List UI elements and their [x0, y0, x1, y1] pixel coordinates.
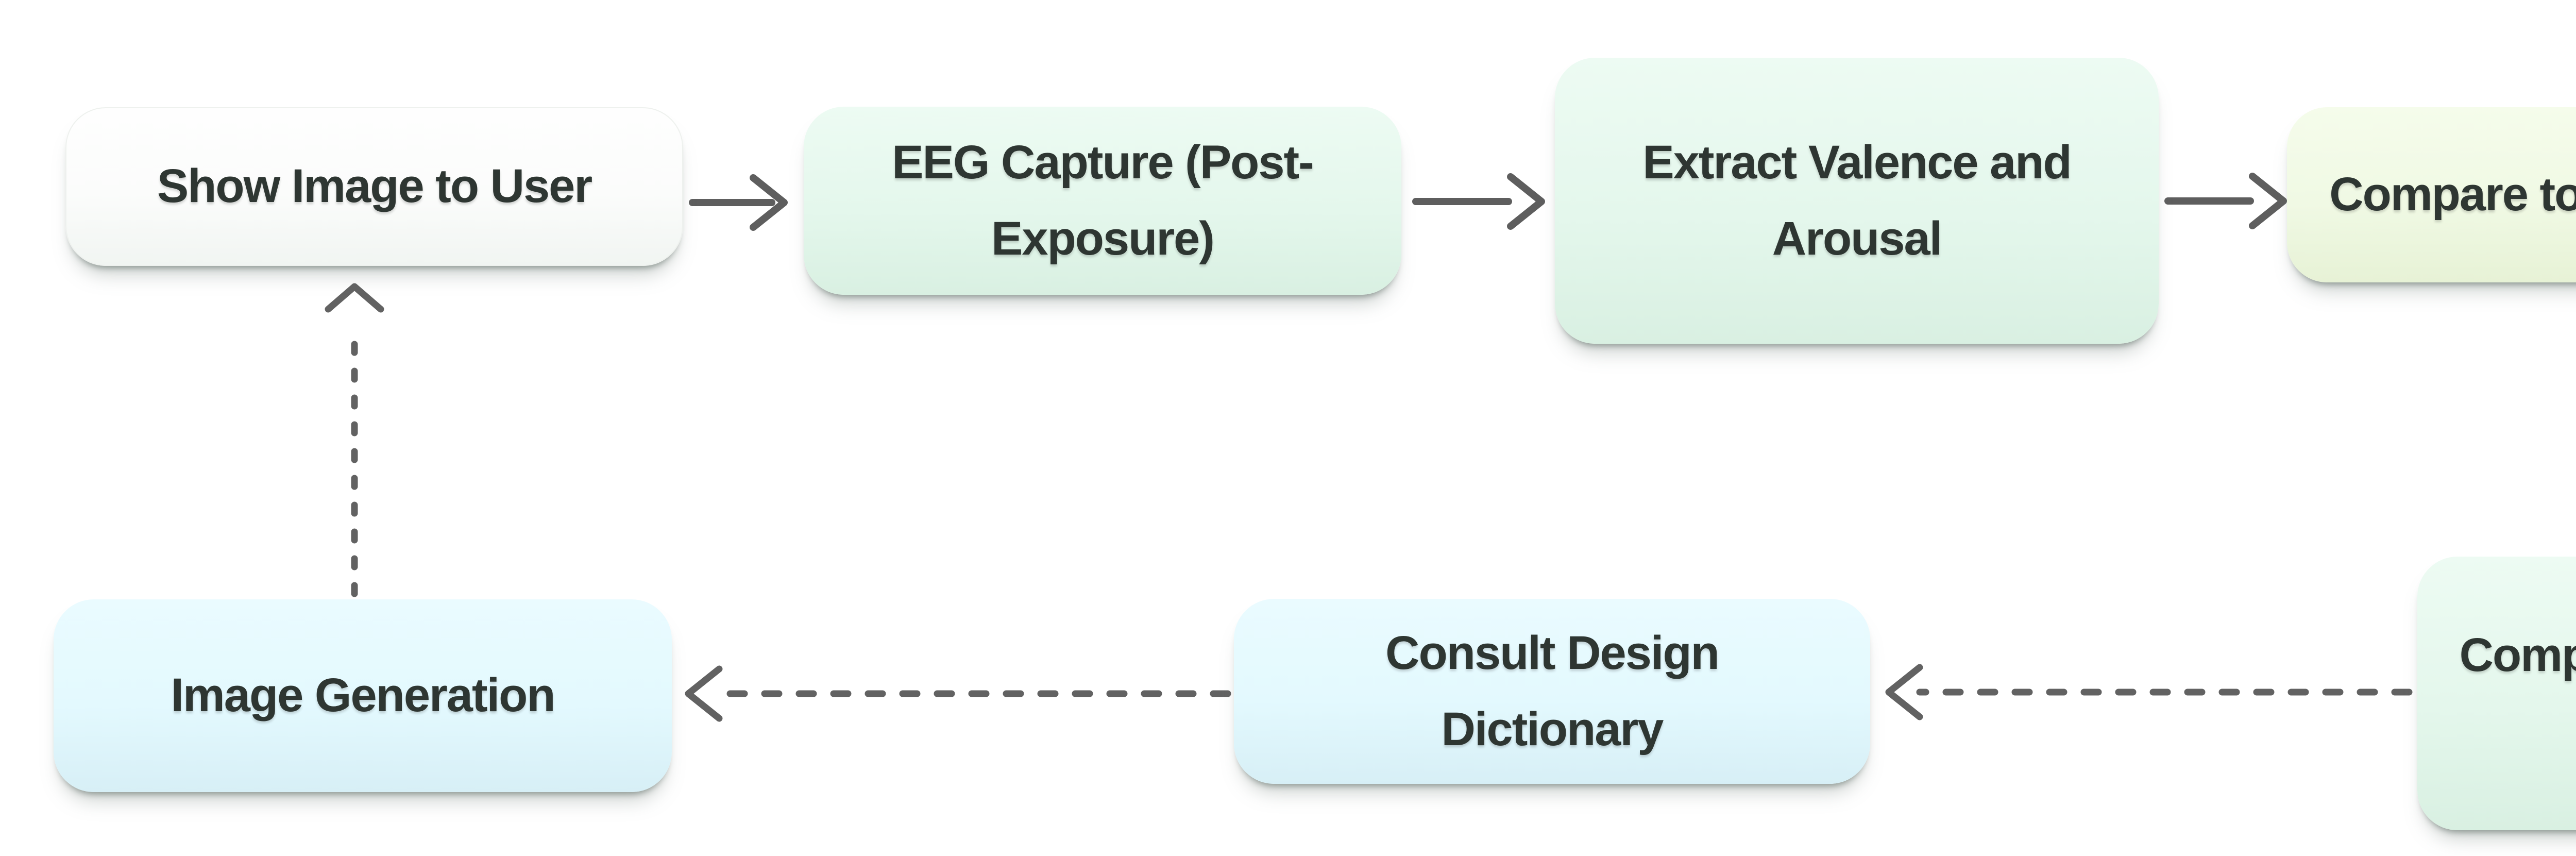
node-label: Compute Next Emotional Shift — [2459, 629, 2576, 682]
node-label: EEG Capture (Post-Exposure) — [892, 136, 1314, 265]
node-image-generation: Image Generation — [54, 599, 672, 792]
node-label: Image Generation — [171, 669, 555, 722]
node-compare-to-target-point: Compare to Target Point — [2287, 107, 2576, 282]
arrow-extract-to-compare — [2164, 173, 2287, 229]
node-label: Extract Valence and Arousal — [1642, 136, 2072, 265]
dashed-arrow-consult-to-image-gen — [685, 665, 1231, 722]
node-consult-design-dictionary: Consult Design Dictionary — [1234, 599, 1870, 784]
node-extract-valence-and-arousal: Extract Valence and Arousal — [1555, 58, 2159, 344]
node-label: Compare to Target Point — [2329, 168, 2576, 221]
arrow-show-image-to-eeg — [689, 174, 788, 231]
node-compute-next-emotional-shift: Compute Next Emotional Shift — [2417, 557, 2576, 830]
node-label: Show Image to User — [157, 160, 592, 213]
dashed-arrow-image-gen-to-show-image — [325, 283, 384, 597]
node-label: Consult Design Dictionary — [1385, 627, 1720, 756]
node-show-image-to-user: Show Image to User — [65, 107, 683, 266]
node-eeg-capture-post-exposure: EEG Capture (Post-Exposure) — [804, 107, 1401, 295]
arrow-eeg-to-extract — [1412, 173, 1545, 230]
dashed-arrow-compute-to-consult — [1885, 664, 2413, 720]
